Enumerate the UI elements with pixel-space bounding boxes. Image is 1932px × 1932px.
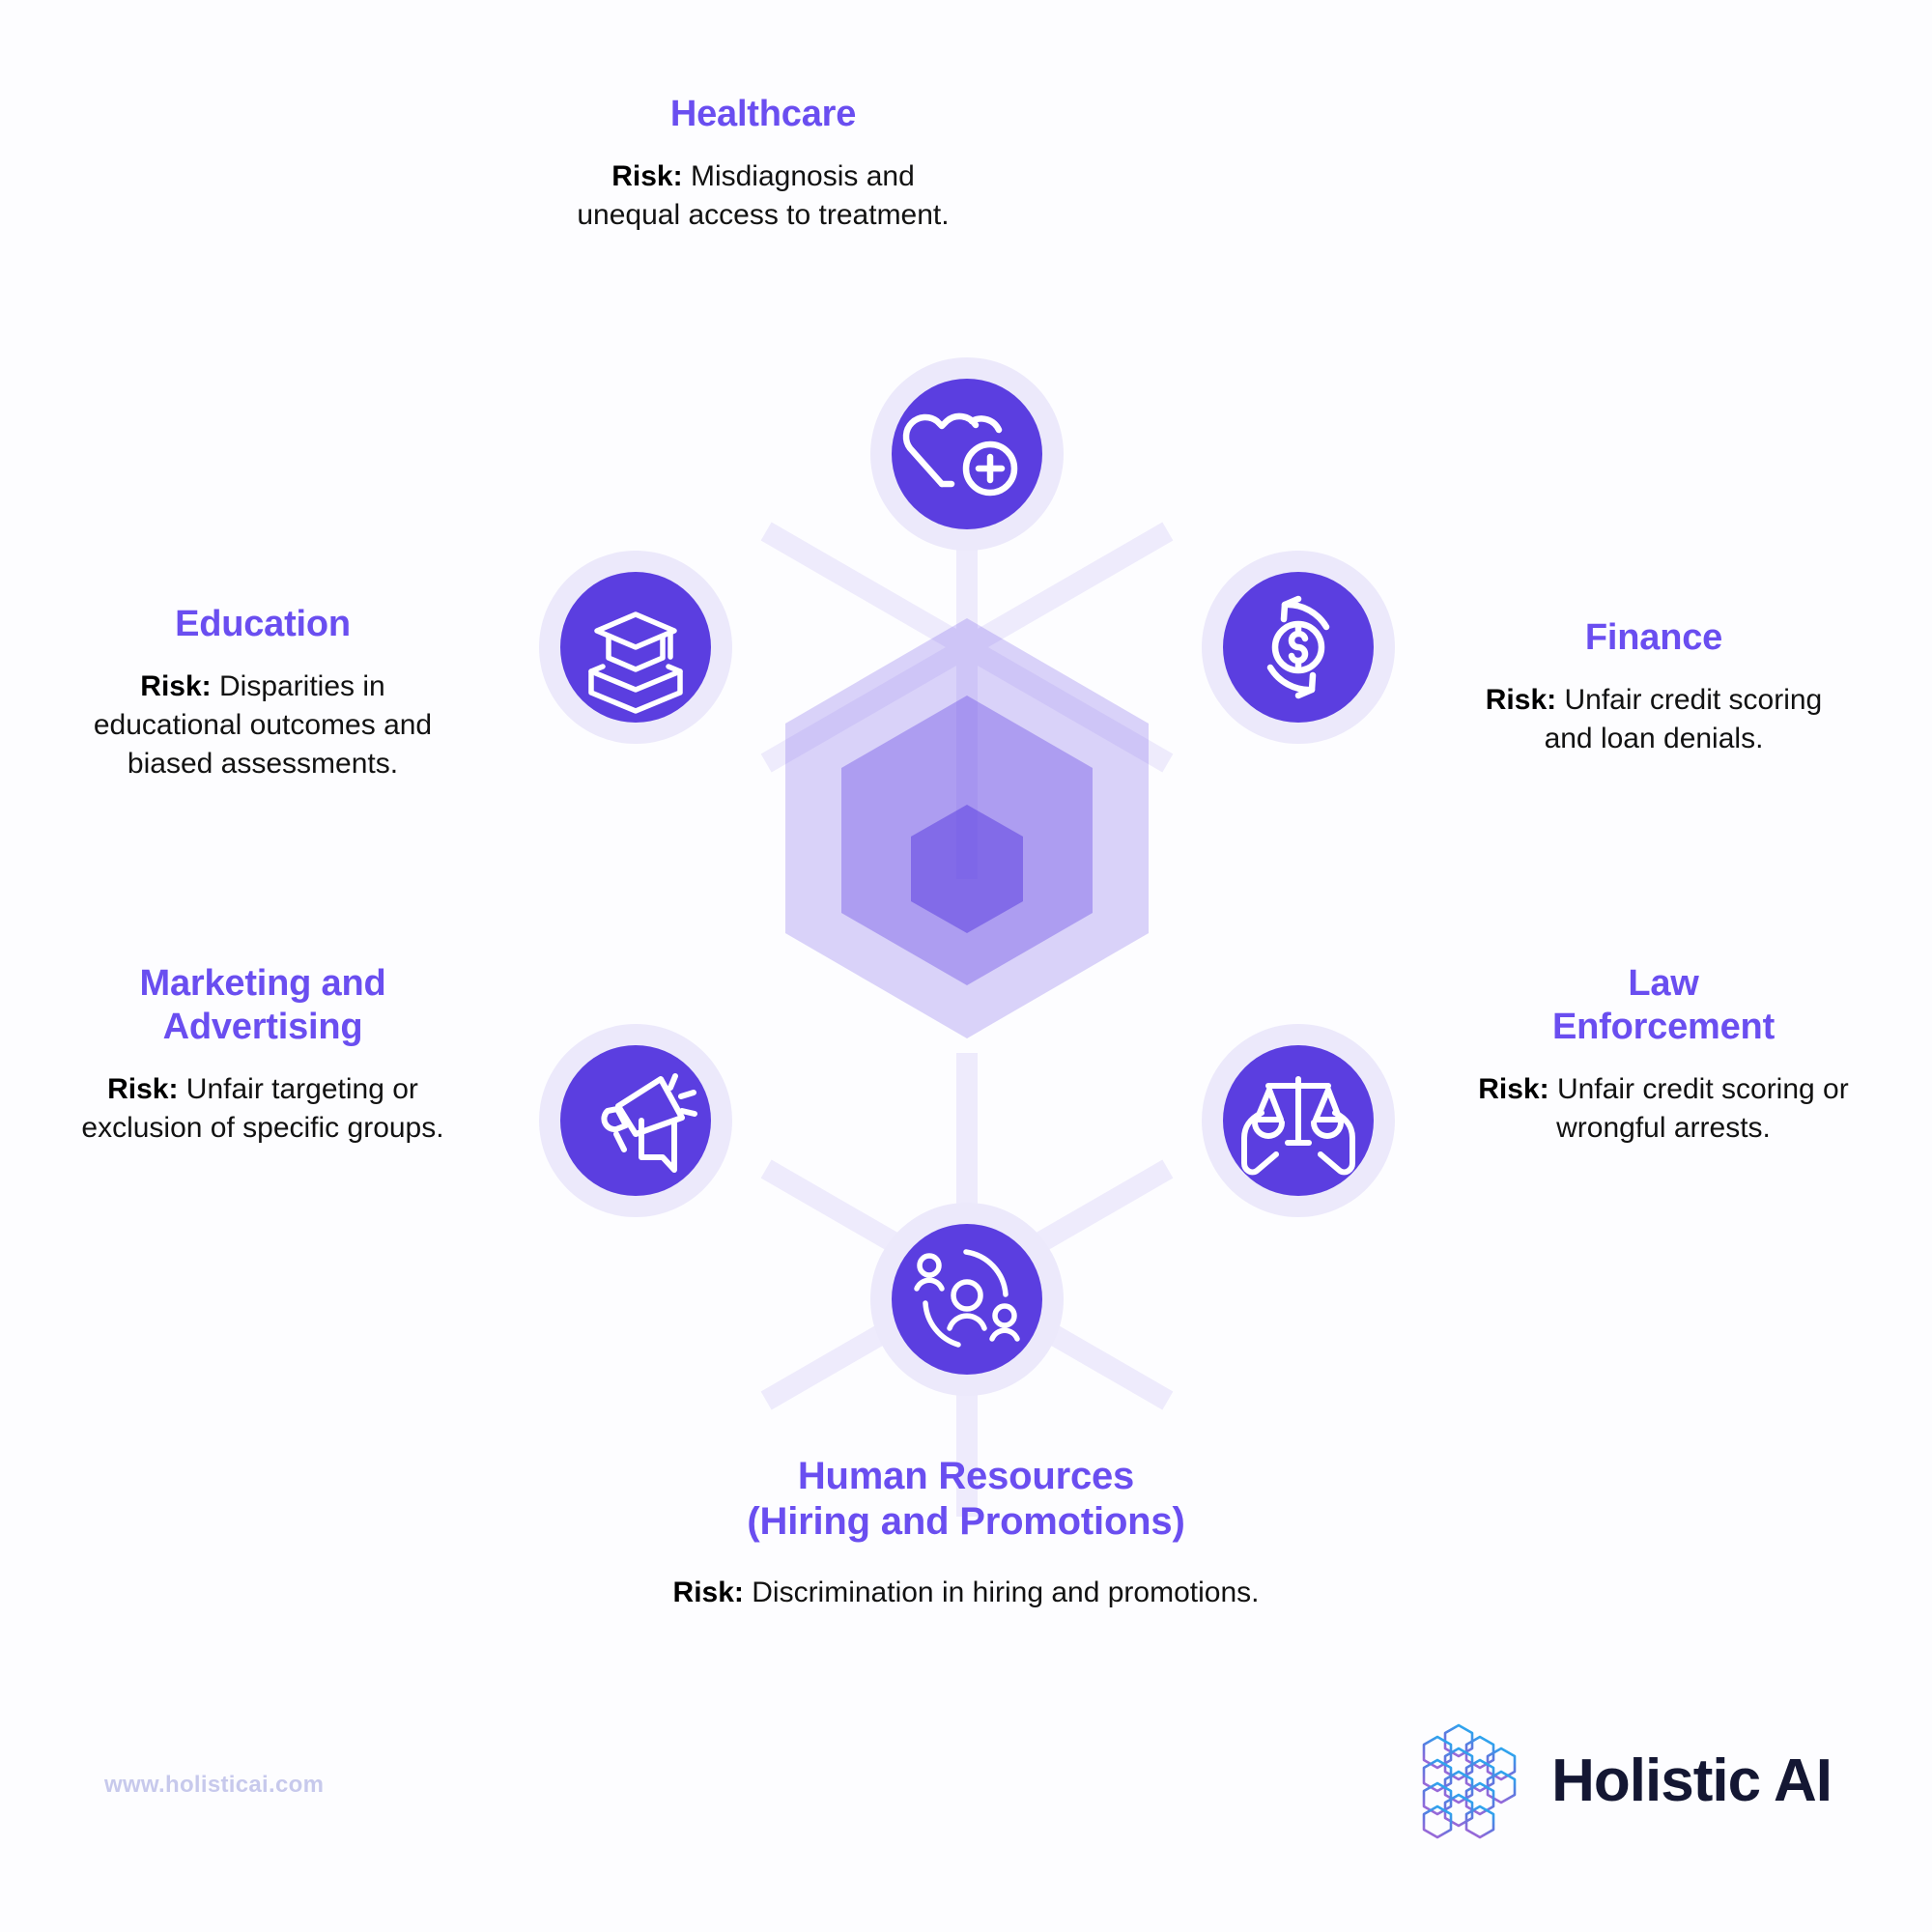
- risk-label: Risk:: [1485, 683, 1557, 716]
- megaphone-icon: [601, 1073, 697, 1173]
- title-line-2: (Hiring and Promotions): [747, 1500, 1185, 1544]
- risk-text: Discrimination in hiring and promotions.: [752, 1577, 1260, 1609]
- sector-risk-human-resources: Risk: Discrimination in hiring and promo…: [541, 1574, 1391, 1612]
- sector-title-healthcare: Healthcare: [669, 94, 857, 134]
- node-circle-marketing: [560, 1045, 711, 1196]
- sector-risk-education: Risk: Disparities in educational outcome…: [70, 668, 456, 783]
- risk-label: Risk:: [107, 1072, 179, 1105]
- people-network-icon: [914, 1249, 1020, 1348]
- sector-block-finance: Finance Risk: Unfair credit scoring and …: [1461, 616, 1847, 758]
- center-hexagon-inner: [911, 805, 1023, 933]
- graduation-cap-book-icon: [588, 611, 683, 714]
- risk-label: Risk:: [1478, 1072, 1549, 1105]
- sector-block-marketing-advertising: Marketing and Advertising Risk: Unfair t…: [60, 962, 466, 1147]
- sector-block-human-resources: Human Resources (Hiring and Promotions) …: [541, 1454, 1391, 1612]
- title-line-1: Human Resources: [797, 1455, 1135, 1497]
- node-law-enforcement[interactable]: [1202, 1024, 1395, 1217]
- footer-website-url[interactable]: www.holisticai.com: [104, 1772, 325, 1798]
- title-line-2: Enforcement: [1551, 1006, 1776, 1047]
- connector-education: [760, 522, 1174, 773]
- risk-text: Unfair targeting or exclusion of specifi…: [81, 1072, 444, 1144]
- node-finance[interactable]: [1202, 551, 1395, 744]
- sector-title-marketing-advertising: Marketing and Advertising: [60, 962, 466, 1049]
- sector-block-education: Education Risk: Disparities in education…: [70, 603, 456, 783]
- risk-label: Risk:: [140, 669, 212, 702]
- sector-risk-law-enforcement: Risk: Unfair credit scoring or wrongful …: [1461, 1070, 1866, 1148]
- holistic-ai-hex-lattice-logo-icon: [1422, 1723, 1517, 1839]
- title-line-1: Law: [1628, 963, 1699, 1004]
- node-marketing-advertising[interactable]: [539, 1024, 732, 1217]
- risk-text: Misdiagnosis and unequal access to treat…: [577, 159, 950, 231]
- title-line-2: Advertising: [162, 1006, 363, 1047]
- sector-title-human-resources: Human Resources (Hiring and Promotions): [541, 1454, 1391, 1545]
- sector-title-education: Education: [175, 604, 351, 644]
- risk-label: Risk:: [611, 159, 683, 192]
- node-education[interactable]: [539, 551, 732, 744]
- risk-label: Risk:: [672, 1577, 744, 1609]
- center-hexagon-cluster: [785, 618, 1149, 1038]
- sector-title-law-enforcement: Law Enforcement: [1461, 962, 1866, 1049]
- sector-risk-marketing-advertising: Risk: Unfair targeting or exclusion of s…: [60, 1070, 466, 1148]
- sector-risk-healthcare: Risk: Misdiagnosis and unequal access to…: [570, 157, 956, 235]
- sector-risk-finance: Risk: Unfair credit scoring and loan den…: [1461, 681, 1847, 758]
- sector-block-law-enforcement: Law Enforcement Risk: Unfair credit scor…: [1461, 962, 1866, 1147]
- node-human-resources[interactable]: [870, 1203, 1064, 1396]
- risk-text: Unfair credit scoring or wrongful arrest…: [1556, 1072, 1849, 1144]
- dollar-refresh-icon: [1266, 595, 1330, 699]
- heart-plus-icon: [902, 412, 1018, 497]
- node-circle-human-resources: [892, 1224, 1042, 1375]
- title-line-1: Marketing and: [139, 963, 386, 1004]
- sector-block-healthcare: Healthcare Risk: Misdiagnosis and unequa…: [570, 93, 956, 235]
- footer-brand-logo[interactable]: Holistic AI: [1416, 1719, 1833, 1841]
- sector-title-finance: Finance: [1584, 617, 1723, 658]
- node-healthcare[interactable]: [870, 357, 1064, 551]
- brand-name: Holistic AI: [1551, 1747, 1833, 1814]
- scales-in-hands-icon: [1241, 1076, 1355, 1176]
- risk-text: Disparities in educational outcomes and …: [93, 669, 433, 780]
- risk-text: Unfair credit scoring and loan denials.: [1544, 683, 1823, 754]
